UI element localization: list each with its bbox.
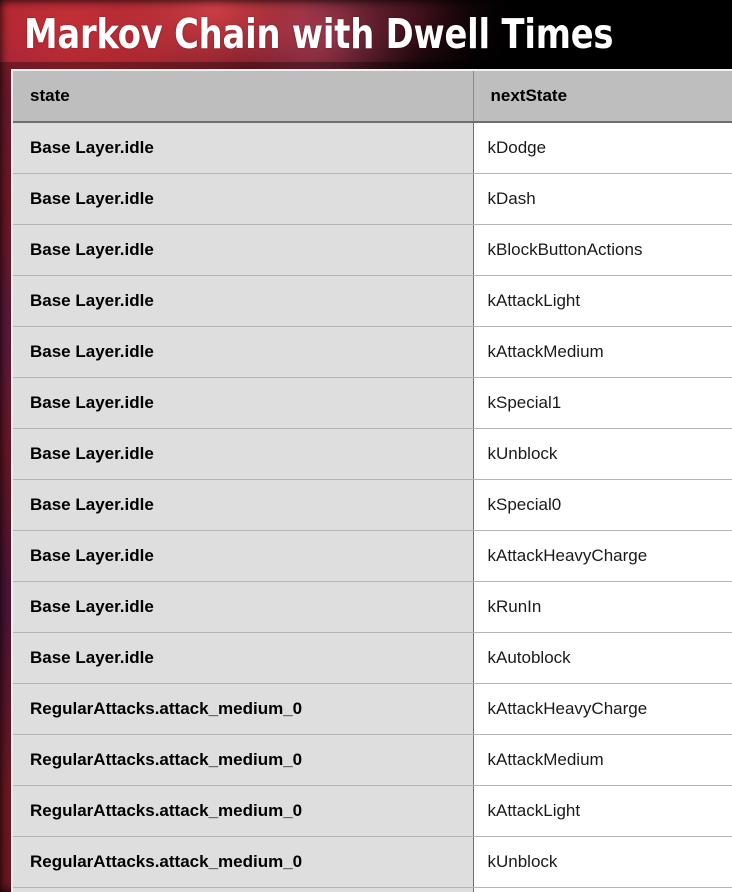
cell-state: Base Layer.idle bbox=[13, 122, 474, 174]
cell-next-state: kAttackLight bbox=[473, 785, 732, 837]
cell-next-state: kSpecial0 bbox=[473, 479, 732, 531]
cell-next-state: kBlockButtonActions bbox=[473, 224, 732, 276]
column-header-state[interactable]: state bbox=[13, 71, 474, 123]
cell-next-state: kAttackMedium bbox=[473, 326, 732, 378]
cell-state: RegularAttacks.attack_medium_0 bbox=[13, 887, 474, 892]
cell-state: Base Layer.idle bbox=[13, 581, 474, 633]
cell-state: Base Layer.idle bbox=[13, 326, 474, 378]
cell-next-state: kAutoblock bbox=[473, 887, 732, 892]
cell-next-state: kAttackLight bbox=[473, 275, 732, 327]
cell-next-state: kAttackHeavyCharge bbox=[473, 530, 732, 582]
cell-state: Base Layer.idle bbox=[13, 173, 474, 225]
table-header: state nextState bbox=[13, 71, 732, 123]
cell-next-state: kSpecial1 bbox=[473, 377, 732, 429]
table-header-row: state nextState bbox=[13, 71, 732, 123]
cell-state: RegularAttacks.attack_medium_0 bbox=[13, 785, 474, 837]
table-row[interactable]: RegularAttacks.attack_medium_0kAutoblock bbox=[13, 887, 732, 892]
cell-state: RegularAttacks.attack_medium_0 bbox=[13, 836, 474, 888]
title-band: Markov Chain with Dwell Times bbox=[0, 0, 732, 68]
cell-next-state: kUnblock bbox=[473, 428, 732, 480]
cell-next-state: kRunIn bbox=[473, 581, 732, 633]
cell-state: Base Layer.idle bbox=[13, 530, 474, 582]
cell-next-state: kDash bbox=[473, 173, 732, 225]
page-title: Markov Chain with Dwell Times bbox=[24, 10, 614, 58]
cell-state: Base Layer.idle bbox=[13, 275, 474, 327]
cell-state: Base Layer.idle bbox=[13, 479, 474, 531]
cell-state: Base Layer.idle bbox=[13, 632, 474, 684]
cell-state: Base Layer.idle bbox=[13, 377, 474, 429]
column-header-next-state[interactable]: nextState bbox=[473, 71, 732, 123]
cell-next-state: kDodge bbox=[473, 122, 732, 174]
cell-next-state: kAttackMedium bbox=[473, 734, 732, 786]
cell-state: RegularAttacks.attack_medium_0 bbox=[13, 734, 474, 786]
cell-state: Base Layer.idle bbox=[13, 224, 474, 276]
cell-next-state: kAutoblock bbox=[473, 632, 732, 684]
cell-state: RegularAttacks.attack_medium_0 bbox=[13, 683, 474, 735]
cell-state: Base Layer.idle bbox=[13, 428, 474, 480]
cell-next-state: kUnblock bbox=[473, 836, 732, 888]
cell-next-state: kAttackHeavyCharge bbox=[473, 683, 732, 735]
